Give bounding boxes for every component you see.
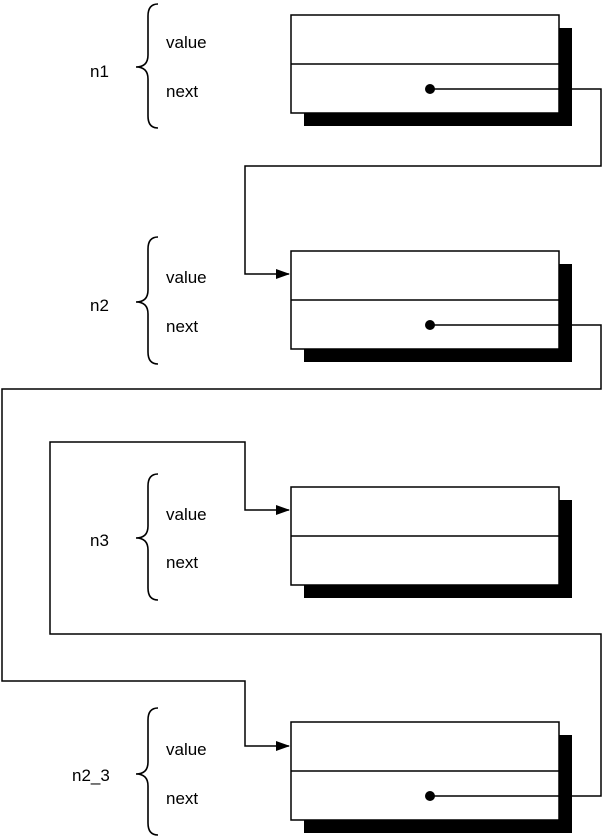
field-label-value: value — [166, 505, 207, 524]
node-n1: n1 value next — [90, 3, 572, 129]
node-name-n3: n3 — [90, 531, 109, 550]
field-label-value: value — [166, 740, 207, 759]
node-name-n2: n2 — [90, 296, 109, 315]
field-label-value: value — [166, 33, 207, 52]
brace-n2-3 — [135, 707, 159, 836]
brace-n2 — [135, 236, 159, 365]
field-label-next: next — [166, 317, 198, 336]
brace-n3 — [135, 473, 159, 601]
node-n2: n2 value next — [90, 236, 572, 365]
field-label-next: next — [166, 553, 198, 572]
field-label-next: next — [166, 82, 198, 101]
brace-n1 — [135, 3, 159, 129]
field-label-value: value — [166, 268, 207, 287]
node-name-n1: n1 — [90, 62, 109, 81]
field-label-next: next — [166, 789, 198, 808]
link-n1-to-n2 — [244, 88, 602, 279]
link-n2-3-to-n3 — [49, 441, 602, 797]
link-n2-to-n2-3 — [1, 324, 602, 751]
node-name-n2-3: n2_3 — [72, 766, 110, 785]
node-n2-3: n2_3 value next — [72, 707, 572, 836]
node-n3: n3 value next — [90, 473, 572, 601]
